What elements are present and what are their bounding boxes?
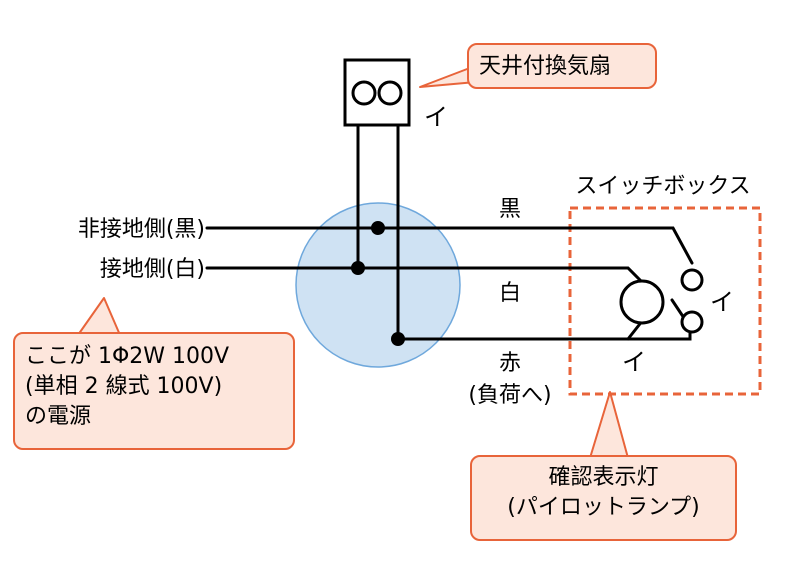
callout-source-line-1: ここが 1Φ2W 100V — [25, 344, 230, 369]
label-wire-white: 白 — [499, 281, 521, 306]
callout-source-line-3: の電源 — [25, 404, 92, 429]
junction-dot-red — [391, 332, 405, 346]
callout-pointer-pilot — [589, 391, 629, 459]
callout-pilot-line-2: (パイロットランプ) — [507, 495, 700, 520]
callout-pilot-line-1: 確認表示灯 — [548, 465, 659, 490]
switch-box-outline — [568, 206, 762, 396]
wire-white — [205, 266, 645, 285]
junction-dot-black — [371, 221, 385, 235]
callout-source-line-2: (単相 2 線式 100V) — [25, 374, 223, 399]
label-to-load: (負荷へ) — [468, 383, 551, 408]
callout-ceiling-fan-text: 天井付換気扇 — [479, 54, 612, 79]
label-ground: 接地側(白) — [100, 257, 205, 282]
label-non-ground: 非接地側(黒) — [78, 217, 205, 242]
label-fan-i: イ — [424, 103, 448, 131]
callout-ceiling-fan: 天井付換気扇 — [467, 43, 657, 89]
label-lamp-i: イ — [622, 348, 646, 376]
junction-box — [295, 202, 461, 368]
ceiling-fan-symbol — [343, 58, 411, 127]
wire-black — [205, 226, 694, 265]
label-wire-red: 赤 — [499, 351, 521, 376]
callout-pilot-lamp: 確認表示灯 (パイロットランプ) — [470, 455, 737, 541]
label-wire-black: 黒 — [499, 197, 521, 222]
switch-terminal-top — [680, 268, 704, 292]
wires — [205, 123, 694, 341]
callout-power-source: ここが 1Φ2W 100V (単相 2 線式 100V) の電源 — [13, 332, 295, 450]
switch-terminal-bottom — [680, 310, 704, 334]
switch-blade — [670, 298, 686, 320]
label-switch-box: スイッチボックス — [575, 174, 750, 199]
junction-dot-white — [351, 261, 365, 275]
pilot-lamp-symbol — [619, 279, 665, 325]
callout-pointer-source — [77, 297, 121, 336]
label-switch-i: イ — [710, 288, 734, 316]
